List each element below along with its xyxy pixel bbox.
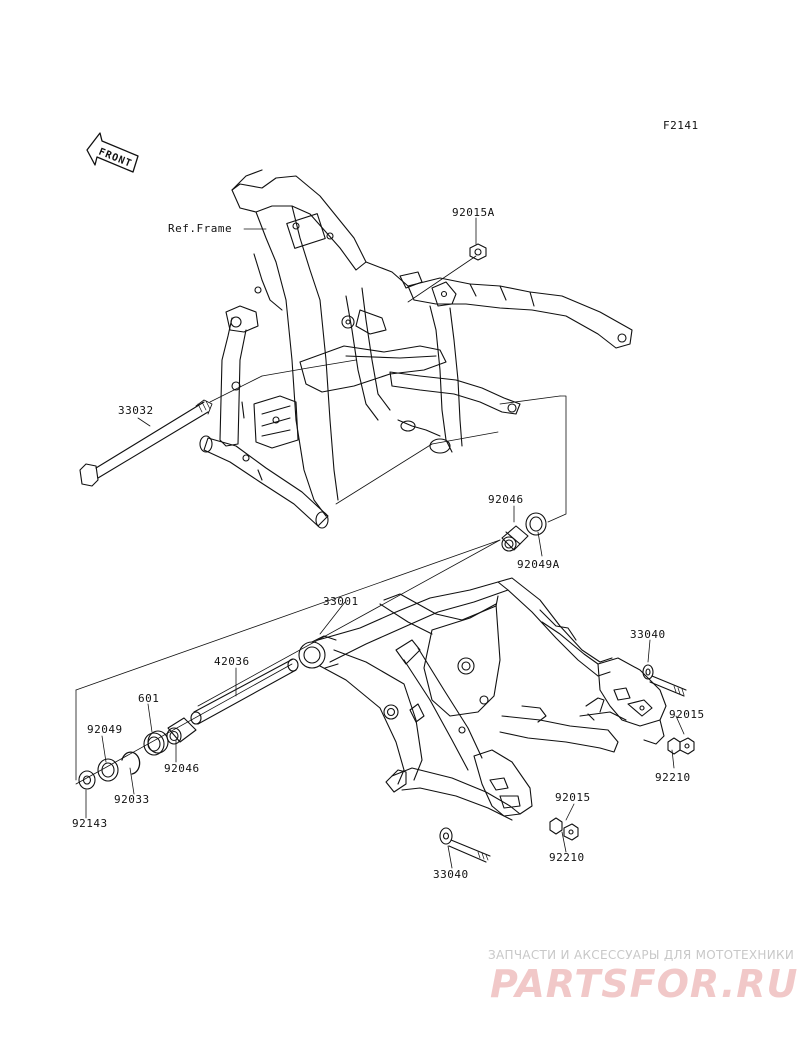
- part-label-92033: 92033: [114, 793, 150, 806]
- seal-92049-icon: [97, 758, 119, 782]
- adjuster-bolt-33040-right-icon: [642, 664, 687, 697]
- nut-92015-right-icon: [679, 737, 695, 755]
- watermark-logo: PARTSFOR.RU: [490, 962, 799, 1006]
- part-label-33001: 33001: [323, 595, 359, 608]
- ref-frame-label: Ref.Frame: [168, 222, 233, 235]
- frame-drawing: [199, 169, 633, 529]
- swingarm-drawing: [298, 577, 667, 821]
- nut-92015-left-icon: [563, 823, 579, 841]
- bushing-92046-icon: [501, 525, 529, 552]
- part-label-92049A: 92049A: [517, 558, 560, 571]
- part-label-92015A: 92015A: [452, 206, 495, 219]
- washer-92143-icon: [78, 770, 96, 790]
- bearing-601-icon: [143, 730, 169, 756]
- nut-92210-right-icon: [667, 737, 681, 755]
- part-label-33040-right: 33040: [630, 628, 666, 641]
- bolt-33032-icon: [79, 399, 213, 487]
- part-label-92046-lower: 92046: [164, 762, 200, 775]
- circlip-92033-icon: [121, 751, 141, 775]
- part-label-601: 601: [138, 692, 160, 705]
- part-label-92015-left: 92015: [555, 791, 591, 804]
- part-label-92015-right: 92015: [669, 708, 705, 721]
- collar-42036-icon: [190, 658, 299, 725]
- part-label-33040-left: 33040: [433, 868, 469, 881]
- part-label-92210-left: 92210: [549, 851, 585, 864]
- nut-92015A-icon: [469, 243, 487, 261]
- part-label-33032: 33032: [118, 404, 154, 417]
- front-arrow-icon: [86, 132, 139, 173]
- part-label-92049: 92049: [87, 723, 123, 736]
- part-label-92046-upper: 92046: [488, 493, 524, 506]
- part-label-92210-right: 92210: [655, 771, 691, 784]
- adjuster-bolt-33040-left-icon: [439, 827, 491, 863]
- figure-code: F2141: [663, 119, 699, 132]
- part-label-92143: 92143: [72, 817, 108, 830]
- nut-92210-left-icon: [549, 817, 563, 835]
- front-label: FRONT: [97, 147, 134, 170]
- leader-lines: [75, 217, 685, 869]
- bushing-92046-lower-icon: [166, 717, 197, 745]
- seal-92049A-icon: [525, 512, 547, 536]
- part-label-42036: 42036: [214, 655, 250, 668]
- watermark-tagline: ЗАПЧАСТИ И АКСЕССУАРЫ ДЛЯ МОТОТЕХНИКИ: [488, 948, 795, 962]
